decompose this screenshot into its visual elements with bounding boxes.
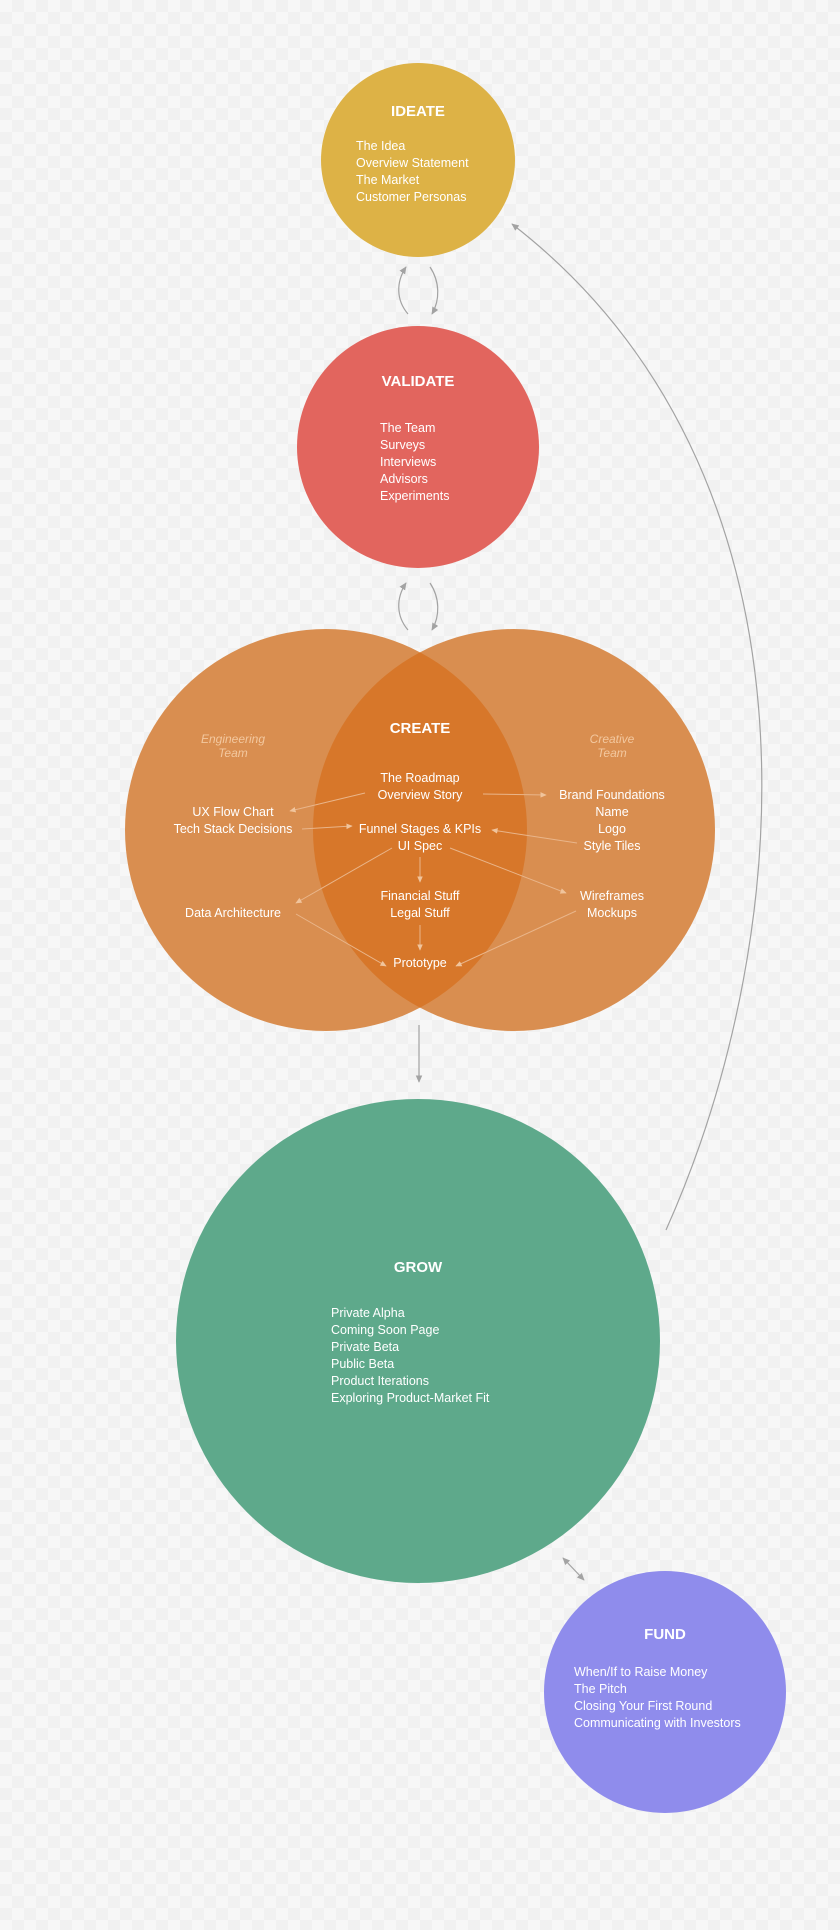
arrow-grow-to-ideate xyxy=(511,223,763,1231)
engineering-team-label-2: Team xyxy=(218,746,248,760)
create-wireframes: Wireframes xyxy=(580,889,644,903)
create-roadmap: The Roadmap xyxy=(380,771,459,785)
arrow-grow-fund xyxy=(562,1557,585,1581)
validate-item-4: Advisors xyxy=(380,472,428,486)
create-ui-spec: UI Spec xyxy=(398,839,442,853)
fund-item-4: Communicating with Investors xyxy=(574,1716,741,1730)
create-style-tiles: Style Tiles xyxy=(584,839,641,853)
fund-item-1: When/If to Raise Money xyxy=(574,1665,708,1679)
validate-item-3: Interviews xyxy=(380,455,436,469)
ideate-item-1: The Idea xyxy=(356,139,405,153)
ideate-item-2: Overview Statement xyxy=(356,156,469,170)
validate-title: VALIDATE xyxy=(382,373,455,390)
create-funnel: Funnel Stages & KPIs xyxy=(359,822,481,836)
fund-circle xyxy=(544,1571,786,1813)
create-internal-arrows xyxy=(289,792,578,967)
grow-title: GROW xyxy=(394,1259,443,1276)
create-ux-flow: UX Flow Chart xyxy=(192,805,274,819)
create-brand-foundations: Brand Foundations xyxy=(559,788,665,802)
creative-team-label-2: Team xyxy=(597,746,627,760)
arrow-validate-to-ideate xyxy=(398,266,409,315)
create-mockups: Mockups xyxy=(587,906,637,920)
ideate-circle xyxy=(321,63,515,257)
grow-item-5: Product Iterations xyxy=(331,1374,429,1388)
fund-item-2: The Pitch xyxy=(574,1682,627,1696)
grow-stage: GROW Private Alpha Coming Soon Page Priv… xyxy=(176,1099,660,1583)
fund-title: FUND xyxy=(644,1626,686,1643)
validate-item-1: The Team xyxy=(380,421,435,435)
fund-stage: FUND When/If to Raise Money The Pitch Cl… xyxy=(544,1571,786,1813)
create-legal: Legal Stuff xyxy=(390,906,450,920)
stage-connectors xyxy=(398,223,763,1581)
create-name: Name xyxy=(595,805,628,819)
create-overlap xyxy=(313,629,527,1031)
validate-circle xyxy=(297,326,539,568)
ideate-stage: IDEATE The Idea Overview Statement The M… xyxy=(321,63,515,257)
create-overview-story: Overview Story xyxy=(378,788,463,802)
arrow-create-to-validate xyxy=(398,582,409,631)
arrow-ideate-to-validate xyxy=(429,266,439,315)
validate-item-5: Experiments xyxy=(380,489,449,503)
create-title: CREATE xyxy=(390,720,451,737)
create-data-architecture: Data Architecture xyxy=(185,906,281,920)
grow-item-3: Private Beta xyxy=(331,1340,399,1354)
grow-item-4: Public Beta xyxy=(331,1357,394,1371)
ideate-item-3: The Market xyxy=(356,173,420,187)
validate-stage: VALIDATE The Team Surveys Interviews Adv… xyxy=(297,326,539,568)
grow-item-2: Coming Soon Page xyxy=(331,1323,439,1337)
create-logo: Logo xyxy=(598,822,626,836)
grow-circle xyxy=(176,1099,660,1583)
ideate-item-4: Customer Personas xyxy=(356,190,466,204)
arrow-validate-to-create xyxy=(429,582,439,631)
validate-item-2: Surveys xyxy=(380,438,425,452)
create-tech-stack: Tech Stack Decisions xyxy=(174,822,293,836)
engineering-team-label-1: Engineering xyxy=(201,732,265,746)
ideate-title: IDEATE xyxy=(391,103,445,120)
grow-item-1: Private Alpha xyxy=(331,1306,405,1320)
creative-team-label-1: Creative xyxy=(590,732,635,746)
fund-item-3: Closing Your First Round xyxy=(574,1699,712,1713)
create-stage: CREATE Engineering Team Creative Team Th… xyxy=(125,629,715,1031)
create-financial: Financial Stuff xyxy=(381,889,461,903)
create-prototype: Prototype xyxy=(393,956,447,970)
grow-item-6: Exploring Product-Market Fit xyxy=(331,1391,490,1405)
